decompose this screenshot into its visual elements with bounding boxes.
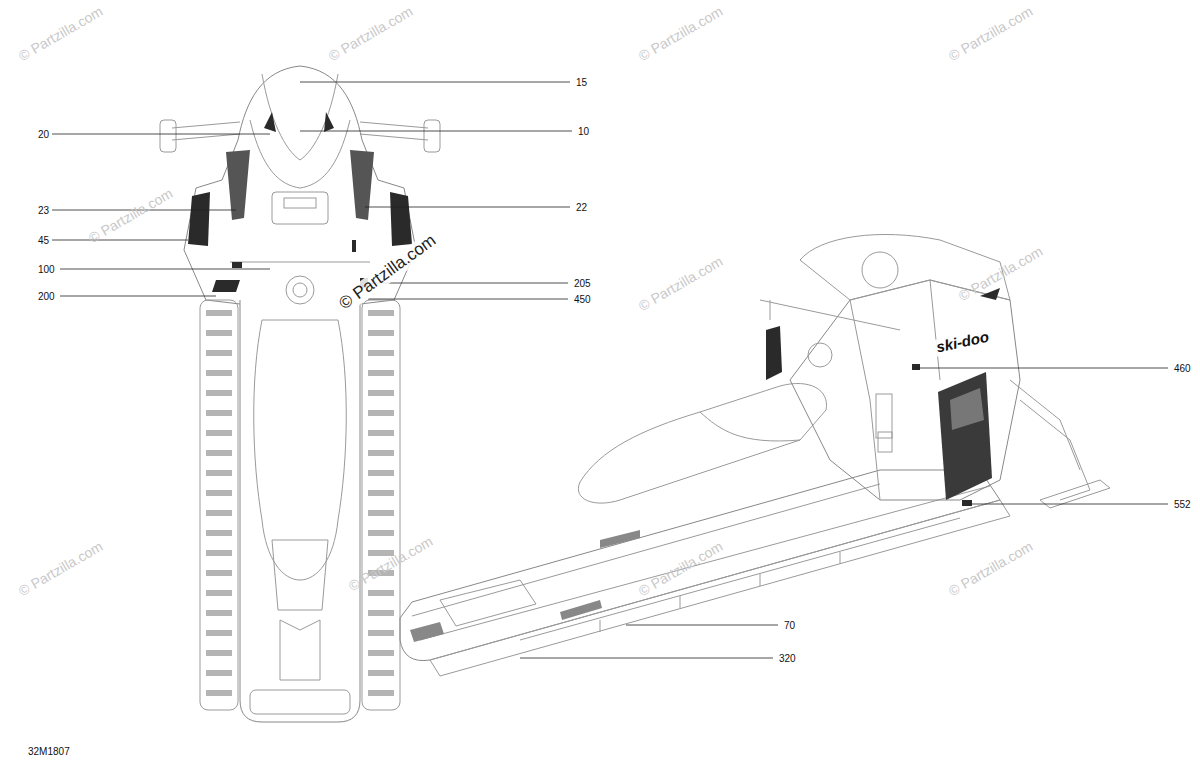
watermark: © Partzilla.com xyxy=(326,4,415,65)
callout-number: 23 xyxy=(38,205,49,216)
callout-number: 460 xyxy=(1174,363,1191,374)
side-view-decals xyxy=(410,288,1000,642)
watermark: © Partzilla.com xyxy=(956,244,1045,305)
watermark: © Partzilla.com xyxy=(636,539,725,600)
watermark: © Partzilla.com xyxy=(86,186,175,247)
watermark: © Partzilla.com xyxy=(16,4,105,65)
side-view xyxy=(400,234,1110,676)
watermark: © Partzilla.com xyxy=(636,254,725,315)
brand-logo: ski-doo xyxy=(933,328,993,356)
callout-number: 15 xyxy=(576,77,587,88)
track-lugs xyxy=(206,310,394,696)
leader-lines xyxy=(52,82,1168,658)
callout-number: 10 xyxy=(578,126,589,137)
callout-number: 320 xyxy=(779,653,796,664)
watermark: © Partzilla.com xyxy=(16,539,105,600)
top-view xyxy=(160,66,440,722)
watermark: © Partzilla.com xyxy=(946,4,1035,65)
drawing-code: 32M1807 xyxy=(28,746,70,757)
watermark: © Partzilla.com xyxy=(636,4,725,65)
callout-number: 45 xyxy=(38,235,49,246)
callout-number: 205 xyxy=(574,278,591,289)
callout-number: 70 xyxy=(784,620,795,631)
watermark: © Partzilla.com xyxy=(335,230,442,315)
callout-number: 200 xyxy=(38,291,55,302)
watermark: © Partzilla.com xyxy=(346,534,435,595)
callout-number: 22 xyxy=(576,202,587,213)
callout-number: 552 xyxy=(1174,499,1191,510)
callout-number: 20 xyxy=(38,129,49,140)
callout-number: 450 xyxy=(574,294,591,305)
top-view-decals xyxy=(188,112,412,292)
callout-number: 100 xyxy=(38,264,55,275)
watermark: © Partzilla.com xyxy=(946,539,1035,600)
